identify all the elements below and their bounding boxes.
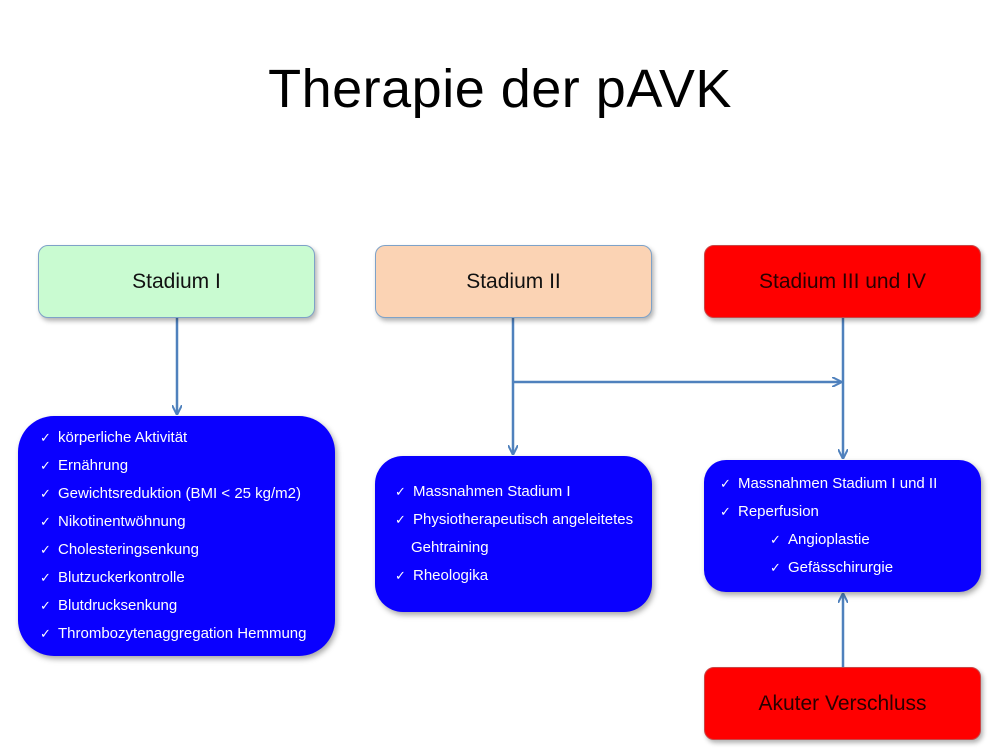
check-icon: ✓ (40, 626, 51, 641)
list-item-continuation: Gehtraining (411, 539, 489, 556)
check-icon: ✓ (40, 458, 51, 473)
list-item: ✓Blutdrucksenkung (40, 597, 178, 614)
list-subitem: ✓Gefässchirurgie (770, 559, 894, 576)
list-subitem: ✓Angioplastie (770, 531, 870, 548)
list-item: ✓Reperfusion (720, 503, 819, 520)
check-icon: ✓ (395, 512, 406, 527)
check-icon: ✓ (395, 568, 406, 583)
list-item: ✓Thrombozytenaggregation Hemmung (40, 625, 307, 642)
check-icon: ✓ (40, 570, 51, 585)
list-item: ✓körperliche Aktivität (40, 429, 188, 446)
stage-1-measures-panel: ✓körperliche Aktivität ✓Ernährung ✓Gewic… (18, 416, 335, 656)
list-item: ✓Gewichtsreduktion (BMI < 25 kg/m2) (40, 485, 302, 502)
list-item: ✓Massnahmen Stadium I (395, 483, 571, 500)
check-icon: ✓ (40, 430, 51, 445)
check-icon: ✓ (770, 532, 781, 547)
list-item: ✓Ernährung (40, 457, 129, 474)
stage-3-4-measures-panel: ✓Massnahmen Stadium I und II ✓Reperfusio… (704, 460, 981, 592)
acute-occlusion-box: Akuter Verschluss (704, 667, 981, 740)
stage-2-box: Stadium II (375, 245, 652, 318)
list-item: ✓Nikotinentwöhnung (40, 513, 186, 530)
check-icon: ✓ (720, 476, 731, 491)
page-title: Therapie der pAVK (268, 59, 732, 119)
check-icon: ✓ (40, 598, 51, 613)
check-icon: ✓ (395, 484, 406, 499)
check-icon: ✓ (40, 514, 51, 529)
check-icon: ✓ (40, 542, 51, 557)
check-icon: ✓ (40, 486, 51, 501)
stage-2-measures-panel: ✓Massnahmen Stadium I ✓Physiotherapeutis… (375, 456, 652, 612)
list-item: ✓Blutzuckerkontrolle (40, 569, 185, 586)
stage-3-4-box: Stadium III und IV (704, 245, 981, 318)
list-item: ✓Massnahmen Stadium I und II (720, 475, 938, 492)
stage-1-box: Stadium I (38, 245, 315, 318)
check-icon: ✓ (720, 504, 731, 519)
check-icon: ✓ (770, 560, 781, 575)
list-item: ✓Cholesteringsenkung (40, 541, 199, 558)
list-item: ✓Physiotherapeutisch angeleitetes (395, 511, 634, 528)
list-item: ✓Rheologika (395, 567, 489, 584)
